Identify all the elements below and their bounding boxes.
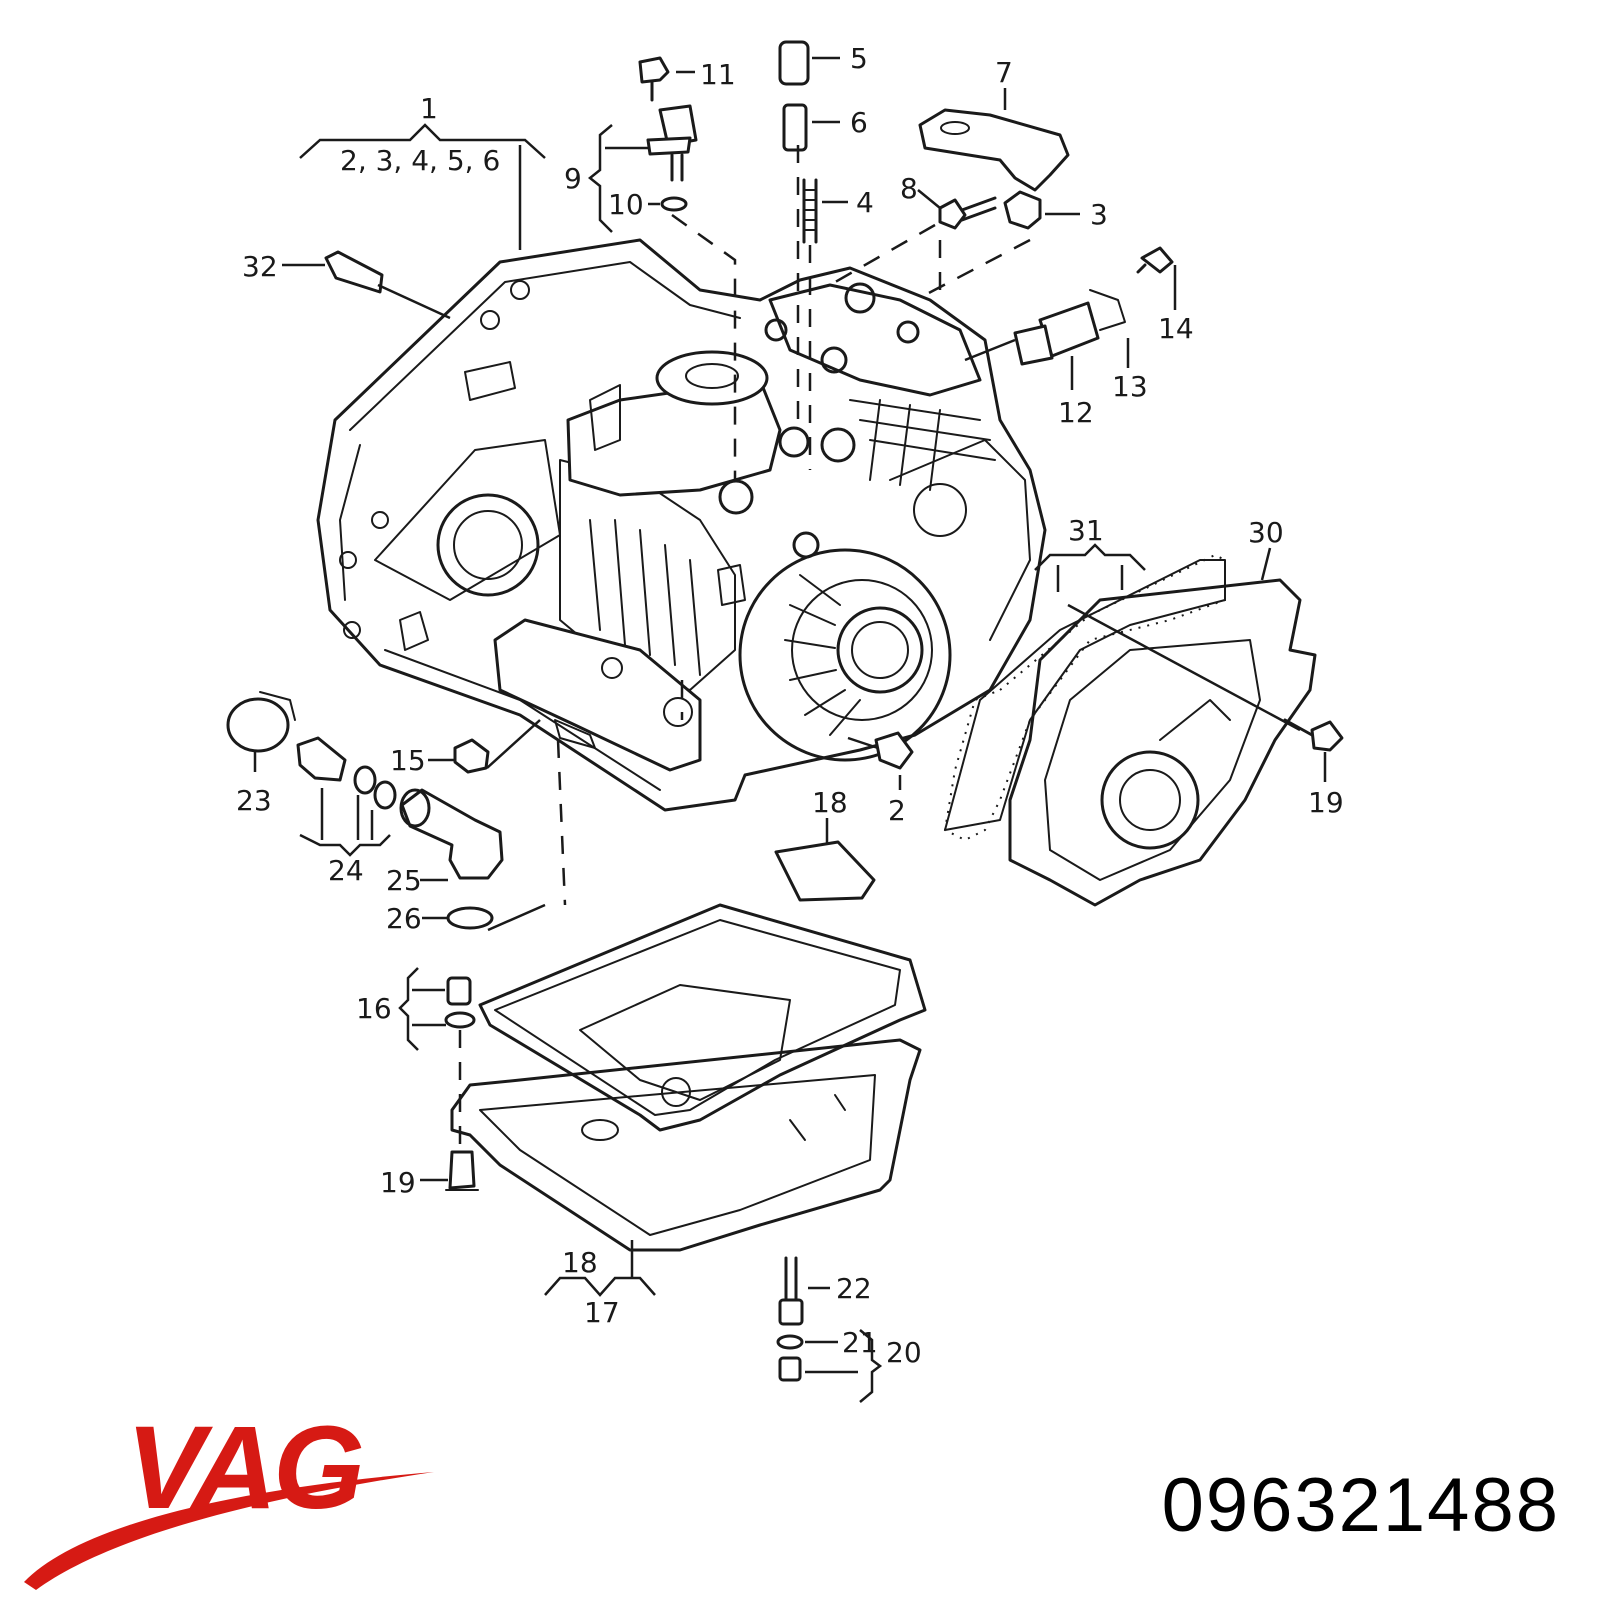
small-parts: [226, 40, 1344, 1382]
callout-20: 20: [886, 1336, 922, 1369]
callout-4: 4: [856, 186, 874, 219]
callout-1: 1: [420, 92, 438, 125]
callout-15: 15: [390, 744, 426, 777]
callout-13: 13: [1112, 370, 1148, 403]
oil-pan: [450, 1038, 922, 1252]
callout-23: 23: [236, 784, 272, 817]
callout-2: 2: [888, 794, 906, 827]
callout-14: 14: [1158, 312, 1194, 345]
vag-logo: VAG: [24, 1402, 434, 1590]
callout-8: 8: [900, 172, 918, 205]
callout-7: 7: [995, 56, 1013, 89]
transmission-housing: [316, 238, 1047, 812]
side-cover: [1008, 578, 1317, 907]
callout-11: 11: [700, 58, 736, 91]
callout-1-sublist: 2, 3, 4, 5, 6: [340, 144, 500, 177]
callout-18-filter: 18: [812, 786, 848, 819]
callout-16: 16: [356, 992, 392, 1025]
callout-30: 30: [1248, 516, 1284, 549]
callout-32: 32: [242, 250, 278, 283]
callout-19-cover-bolt: 19: [1308, 786, 1344, 819]
callout-17: 17: [584, 1296, 620, 1329]
part-number: 096321488: [1161, 1463, 1560, 1548]
callout-18-pan: 18: [562, 1246, 598, 1279]
callout-10: 10: [608, 188, 644, 221]
callout-12: 12: [1058, 396, 1094, 429]
callout-labels: 1 2, 3, 4, 5, 6 5 11 7 6 9 8 4 10 3 32 1…: [236, 42, 1344, 1369]
logo-text: VAG: [126, 1402, 362, 1534]
leader-lines: [253, 56, 1327, 1403]
side-cover-gasket: [943, 553, 1226, 842]
callout-9: 9: [564, 162, 582, 195]
callout-25: 25: [386, 864, 422, 897]
callout-3: 3: [1090, 198, 1108, 231]
callout-31: 31: [1068, 514, 1104, 547]
callout-21: 21: [842, 1326, 878, 1359]
callout-26: 26: [386, 902, 422, 935]
callout-5: 5: [850, 42, 868, 75]
oil-pan-gasket: [478, 903, 927, 1132]
callout-22: 22: [836, 1272, 872, 1305]
callout-19-pan-bolt: 19: [380, 1166, 416, 1199]
callout-6: 6: [850, 106, 868, 139]
callout-24: 24: [328, 854, 364, 887]
